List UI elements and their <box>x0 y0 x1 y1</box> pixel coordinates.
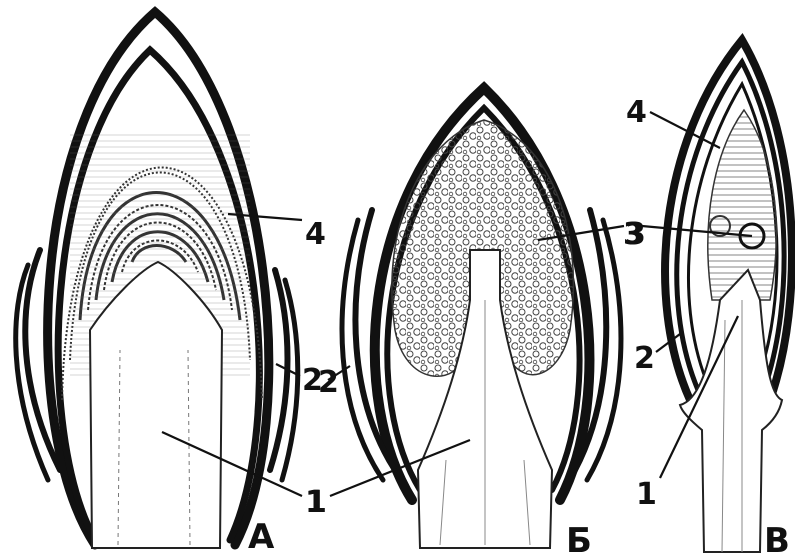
panel-a-stem <box>90 262 222 548</box>
panel-c: 4 3 2 1 В <box>623 40 792 559</box>
panel-c-label-1: 1 <box>636 477 657 512</box>
panel-c-label-3: 3 <box>623 217 644 252</box>
panel-c-label-2: 2 <box>634 341 655 376</box>
panel-b-label-2: 2 <box>318 365 339 400</box>
panel-a-letter: А <box>248 517 275 557</box>
panel-c-leaf-primordia <box>708 110 776 300</box>
panel-b-label-1: 1 <box>306 485 327 520</box>
panel-b: 2 1 3 Б <box>306 88 646 559</box>
panel-a: 4 2 1 А <box>16 12 326 557</box>
panel-c-label-4: 4 <box>626 95 647 130</box>
panel-c-letter: В <box>764 521 790 559</box>
panel-a-label-4: 4 <box>305 217 326 252</box>
panel-c-stem <box>680 270 782 552</box>
panel-b-letter: Б <box>566 521 592 559</box>
